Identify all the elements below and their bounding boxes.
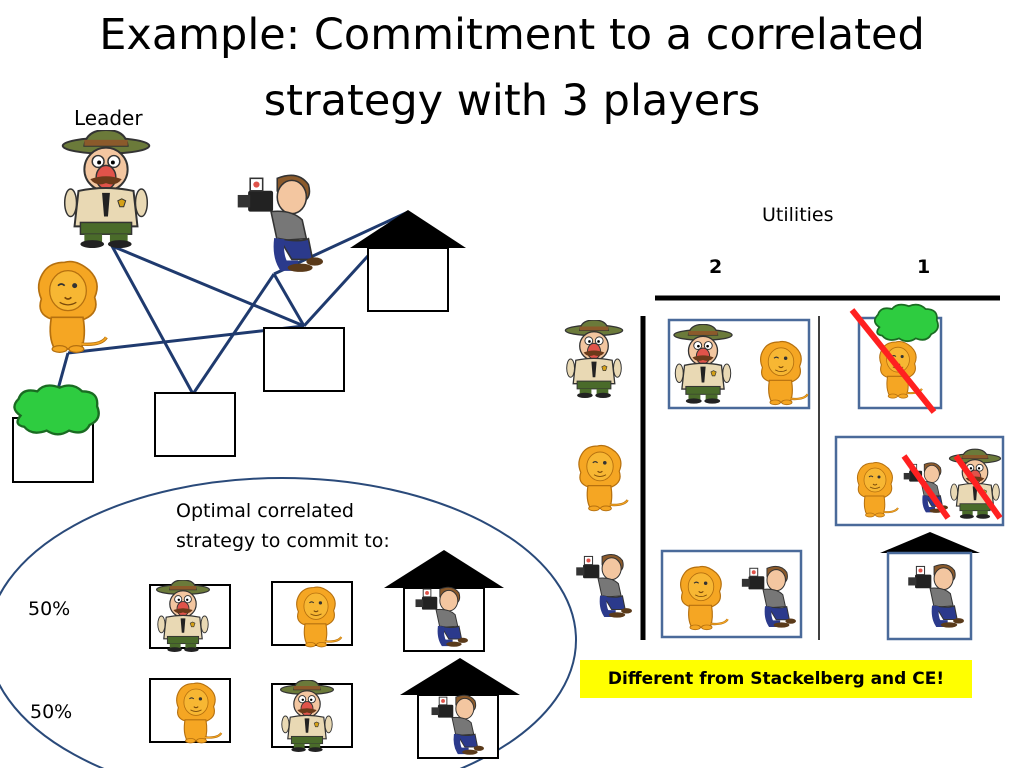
photographer-icon <box>238 175 323 272</box>
strategy-text-line-2: strategy to commit to: <box>176 530 390 552</box>
bush-icon <box>13 384 100 436</box>
ranger-icon <box>61 130 151 248</box>
utilities-label: Utilities <box>762 204 834 226</box>
strategy-panel <box>0 477 577 768</box>
leader-label: Leader <box>74 106 143 130</box>
strike-mark <box>953 454 1003 520</box>
game-tree <box>12 130 466 483</box>
slide-title-line-2: strategy with 3 players <box>263 76 761 126</box>
row-photographer-icon <box>576 554 632 617</box>
probability-row-1: 50% <box>28 598 71 620</box>
strategy-ellipse <box>0 477 577 768</box>
utilities-table <box>564 295 1005 641</box>
slide-title-line-1: Example: Commitment to a correlated <box>99 10 925 60</box>
strike-mark <box>901 454 951 520</box>
column-header-1: 1 <box>917 256 931 278</box>
lion-icon <box>36 259 109 354</box>
bush-icon <box>873 303 940 343</box>
house-icon <box>880 532 980 641</box>
outcome-box-1 <box>154 392 236 457</box>
tree-edges <box>53 210 410 401</box>
row-ranger-icon <box>564 320 624 398</box>
row-lion-icon <box>577 444 629 512</box>
strategy-text-line-1: Optimal correlated <box>176 500 354 522</box>
column-header-2: 2 <box>709 256 723 278</box>
strike-mark <box>849 308 937 414</box>
note-callout: Different from Stackelberg and CE! <box>580 660 972 698</box>
house-icon <box>350 210 466 312</box>
outcome-box-2 <box>263 327 345 392</box>
probability-row-2: 50% <box>30 701 73 723</box>
